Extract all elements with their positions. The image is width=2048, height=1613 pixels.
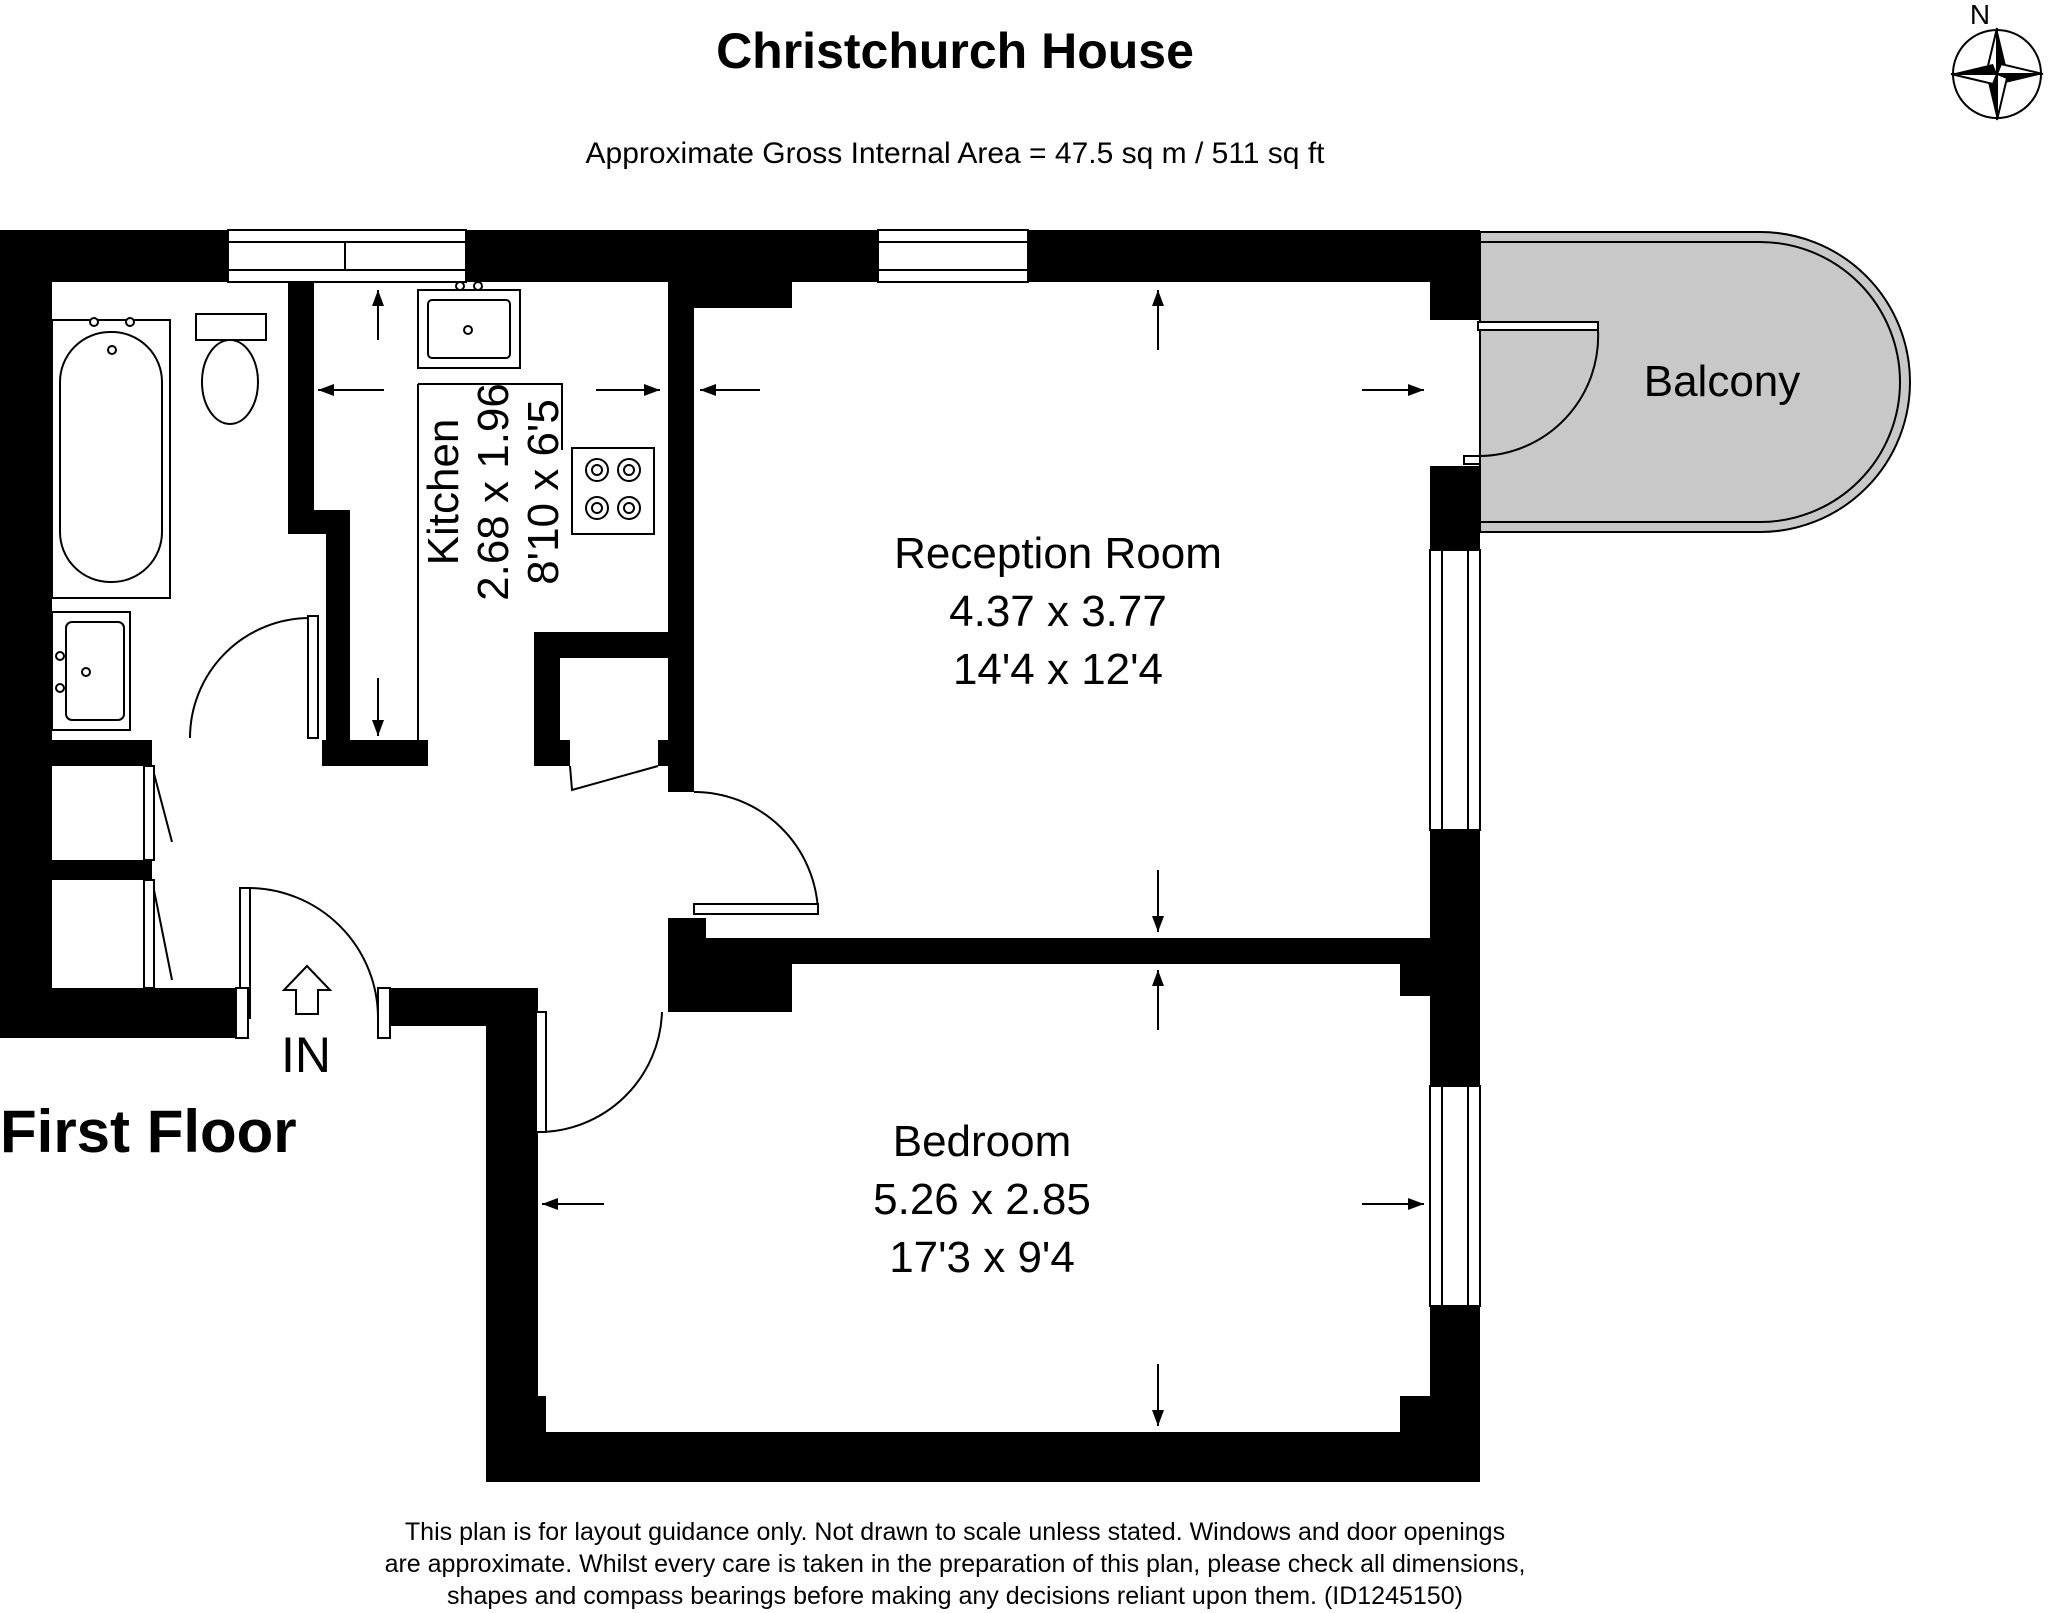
floor-label: First Floor (0, 1098, 297, 1165)
basin (51, 611, 131, 731)
bathtub (51, 317, 171, 599)
kitchen-label: Kitchen 2.68 x 1.96 8'10 x 6'5 (419, 383, 568, 601)
disclaimer-line-3: shapes and compass bearings before makin… (447, 1582, 1463, 1610)
doors (143, 321, 1600, 1133)
balcony-area (1479, 231, 1911, 533)
reception-metric: 4.37 x 3.77 (949, 587, 1167, 636)
kitchen-sink (417, 281, 521, 369)
north-label: N (1970, 0, 1990, 30)
worktop (417, 383, 563, 762)
plan-title: Christchurch House (716, 23, 1194, 79)
toilet (195, 313, 267, 425)
bedroom-name: Bedroom (893, 1117, 1072, 1166)
reception-imperial: 14'4 x 12'4 (953, 645, 1163, 694)
bedroom-metric: 5.26 x 2.85 (873, 1175, 1091, 1224)
compass-icon: N (1950, 0, 2044, 121)
walls (0, 230, 1480, 1482)
kitchen-imperial: 8'10 x 6'5 (519, 399, 568, 585)
disclaimer-line-2: are approximate. Whilst every care is ta… (385, 1550, 1526, 1578)
reception-room-label: Reception Room 4.37 x 3.77 14'4 x 12'4 (894, 529, 1222, 694)
bedroom-imperial: 17'3 x 9'4 (889, 1233, 1075, 1282)
entrance-arrow-icon (281, 964, 333, 1015)
entrance-label: IN (281, 1027, 331, 1083)
disclaimer: This plan is for layout guidance only. N… (385, 1518, 1526, 1610)
area-summary: Approximate Gross Internal Area = 47.5 s… (586, 137, 1326, 170)
kitchen-metric: 2.68 x 1.96 (469, 383, 518, 601)
dimension-markers (318, 290, 1424, 1426)
disclaimer-line-1: This plan is for layout guidance only. N… (405, 1518, 1505, 1546)
hob (571, 447, 655, 535)
windows (227, 229, 1481, 1307)
kitchen-name: Kitchen (419, 419, 468, 566)
reception-name: Reception Room (894, 529, 1222, 578)
balcony-label: Balcony (1644, 357, 1801, 406)
bedroom-label: Bedroom 5.26 x 2.85 17'3 x 9'4 (873, 1117, 1091, 1282)
